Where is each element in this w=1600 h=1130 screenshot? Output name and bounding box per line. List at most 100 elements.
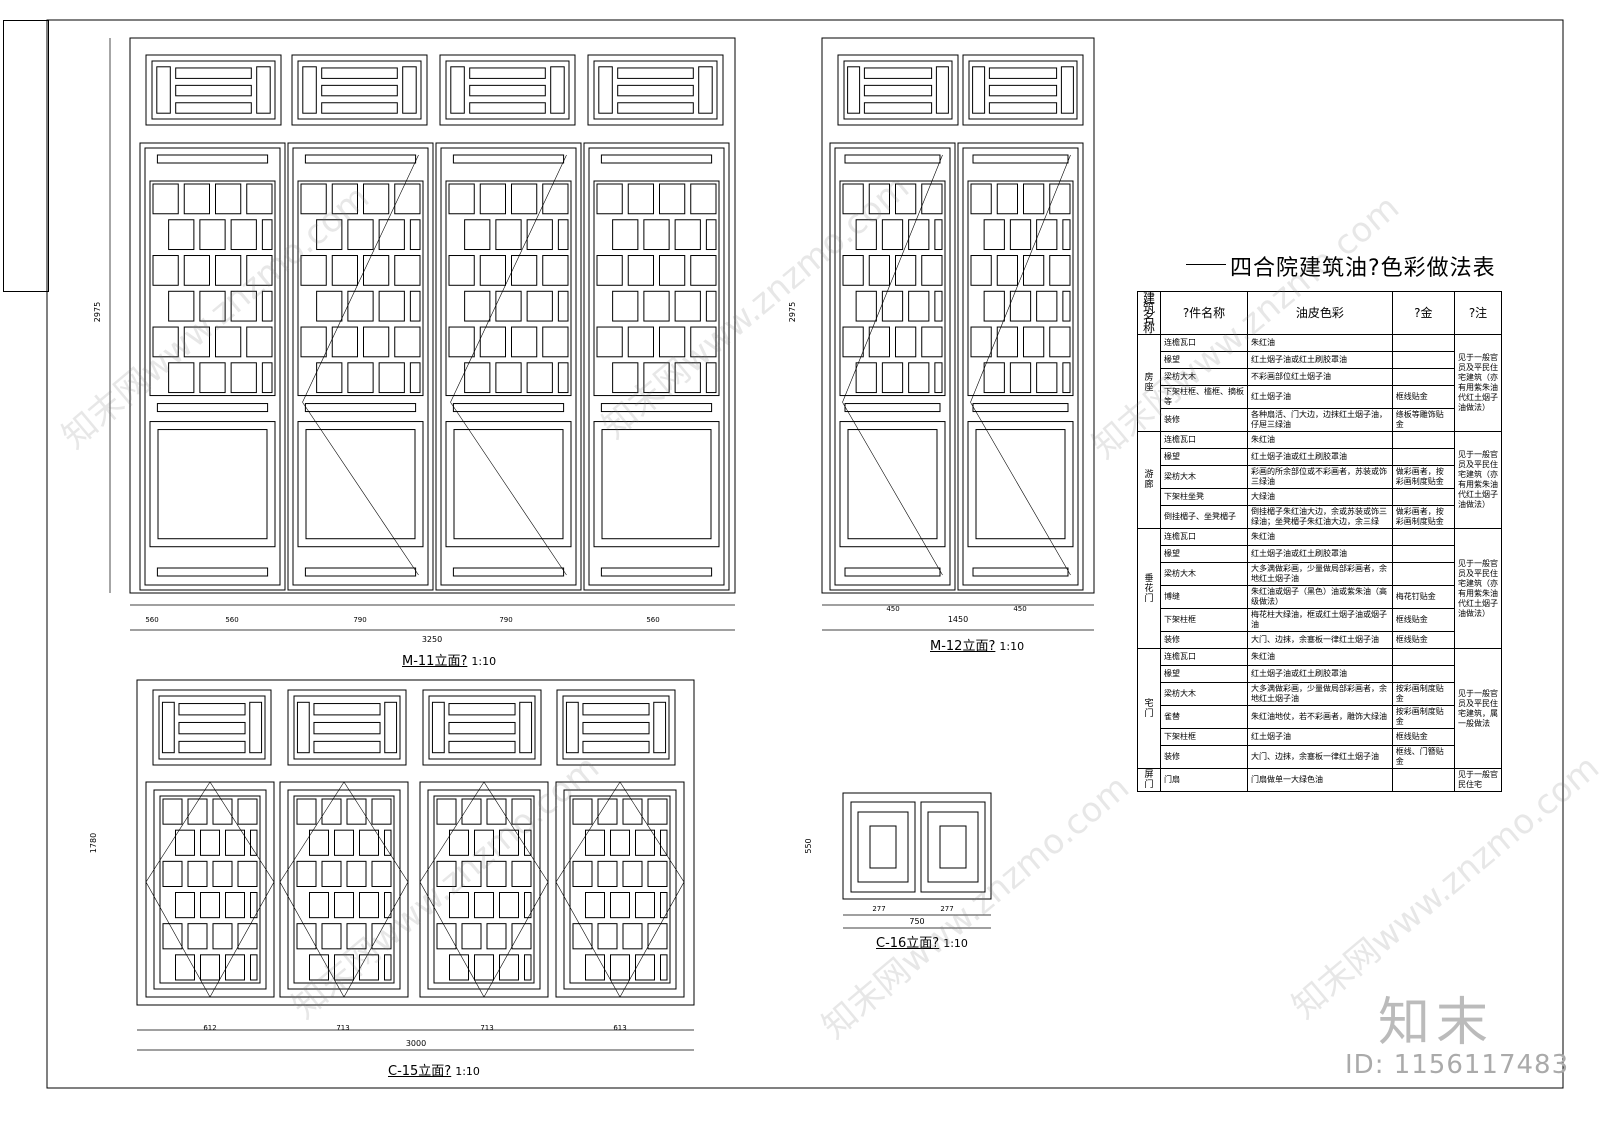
swing-line <box>145 781 211 883</box>
dim-label: 613 <box>613 1024 626 1032</box>
lattice-cell <box>183 326 210 358</box>
transom-frame <box>837 54 959 126</box>
lattice-cell <box>474 892 494 919</box>
dim-label: 713 <box>480 1024 493 1032</box>
swing-line <box>483 881 549 998</box>
lattice-cell <box>499 829 519 856</box>
lattice-bar <box>178 721 246 735</box>
top-rail-panel <box>304 154 417 164</box>
component-cell: 装修 <box>1160 745 1248 769</box>
m11-total-width: 3250 <box>422 635 442 644</box>
bottom-rail-panel <box>452 567 565 577</box>
color-cell: 大门、边抹，余塞板一律红土烟子油 <box>1247 631 1393 649</box>
color-cell: 朱红油 <box>1247 334 1393 352</box>
bottom-panel <box>967 421 1074 548</box>
door-leaf <box>829 142 956 591</box>
lattice-cell <box>212 860 233 887</box>
lattice-bar <box>321 102 398 114</box>
lattice-bar <box>565 701 579 754</box>
lattice-cell <box>334 954 354 981</box>
lattice-cell <box>610 954 630 981</box>
lattice-cell <box>316 362 343 394</box>
bottom-rail-panel <box>304 567 417 577</box>
lattice-frame <box>293 795 395 984</box>
group-name: 宅 门 <box>1137 648 1161 769</box>
swing-line <box>970 402 1071 576</box>
gilding-cell <box>1391 368 1456 386</box>
lattice-bar <box>519 701 533 754</box>
lattice-frame <box>569 795 671 984</box>
bottom-rail-panel <box>156 567 269 577</box>
lattice-cell <box>511 326 538 358</box>
lattice-bar <box>935 66 949 114</box>
color-cell: 朱红油 <box>1247 528 1393 546</box>
lattice-cell <box>585 829 605 856</box>
gilding-cell <box>1391 665 1456 683</box>
c15-total-height: 1780 <box>89 833 98 853</box>
lattice-cell <box>705 362 717 394</box>
color-cell: 朱红油地仗，若不彩画者，雕饰大绿油 <box>1247 705 1393 729</box>
gilding-cell <box>1391 448 1456 466</box>
top-rail-panel <box>156 154 269 164</box>
top-rail-panel <box>600 154 713 164</box>
lattice-cell <box>597 860 618 887</box>
top-rail-panel <box>844 154 941 164</box>
group-name: 垂 花 门 <box>1137 528 1161 649</box>
lattice-cell <box>647 860 668 887</box>
lattice-cell <box>464 219 491 251</box>
gilding-cell: 框线贴金 <box>1391 631 1456 649</box>
note-cell: 见于一般官员及平民住宅建筑（亦有用紫朱油代红土烟子油做法） <box>1454 528 1502 649</box>
swing-line <box>842 154 943 403</box>
lattice-cell <box>175 954 195 981</box>
swing-line <box>970 154 1071 403</box>
transom-frame <box>291 54 428 126</box>
door-leaf <box>957 142 1084 591</box>
swing-line <box>419 781 485 883</box>
lattice-cell <box>921 255 943 286</box>
transom-inner <box>293 695 401 760</box>
swing-line <box>343 881 409 998</box>
lattice-cell <box>596 183 623 215</box>
component-cell: 博缝 <box>1160 585 1248 609</box>
lattice-cell <box>409 290 421 322</box>
lattice-bar <box>550 66 565 114</box>
table-row: 椽望红土烟子油或红土刷胶罩油 <box>1138 545 1502 563</box>
lattice-cell <box>331 255 358 286</box>
component-cell: 椽望 <box>1160 545 1248 563</box>
gilding-cell: 做彩画者，按彩画制度贴金 <box>1391 505 1456 529</box>
lattice-cell <box>461 860 482 887</box>
color-cell: 彩画的所余部位或不彩画者，苏装或饰三绿油 <box>1247 465 1393 489</box>
dim-label: 560 <box>646 616 659 624</box>
lattice-cell <box>436 923 457 950</box>
color-cell: 大门、边抹，余塞板一律红土烟子油 <box>1247 745 1393 769</box>
lattice-cell <box>448 326 475 358</box>
lattice-bar <box>450 66 465 114</box>
lattice-cell <box>261 219 273 251</box>
component-cell: 梁枋大木 <box>1160 682 1248 706</box>
lattice-bar <box>863 67 933 79</box>
swing-line <box>279 881 345 998</box>
transom-frame <box>152 689 272 766</box>
sheet-border <box>46 19 1564 1089</box>
lattice-cell <box>690 326 717 358</box>
lattice-cell <box>542 326 569 358</box>
lattice-cell <box>526 219 553 251</box>
door-leaf-inner <box>292 147 429 586</box>
lattice-cell <box>187 923 208 950</box>
table-row: 下架柱框梅花柱大绿油，框或红土烟子油或烟子油框线贴金 <box>1138 608 1502 632</box>
m11-title: M-11立面?1:10 <box>402 654 497 669</box>
lattice-cell <box>499 892 519 919</box>
lattice-cell <box>996 255 1018 286</box>
lattice-cell <box>610 829 630 856</box>
c16-sash <box>850 801 916 893</box>
lattice-cell <box>237 860 258 887</box>
lattice-cell <box>371 923 392 950</box>
door-leaf-inner <box>962 147 1079 586</box>
title-block-strip <box>3 20 49 292</box>
color-cell: 大多满做彩画，少量做局部彩画者，余地红土烟子油 <box>1247 682 1393 706</box>
lattice-cell <box>542 255 569 286</box>
header-gilding: ?金 <box>1391 291 1456 335</box>
lattice-cell <box>597 923 618 950</box>
lattice-bar <box>175 102 252 114</box>
lattice-cell <box>705 290 717 322</box>
